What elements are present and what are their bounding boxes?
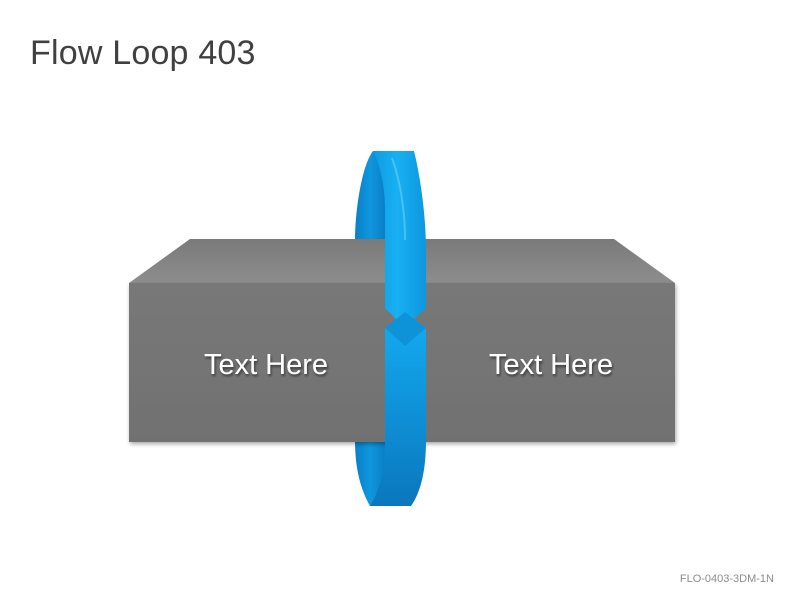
loop-front-upper-segment — [373, 151, 426, 328]
slide-title: Flow Loop 403 — [30, 34, 256, 72]
loop-highlight — [391, 157, 406, 241]
right-box-label: Text Here — [489, 349, 613, 381]
loop-front-lower-segment — [370, 328, 426, 506]
left-box-label: Text Here — [204, 349, 328, 381]
footer-code: FLO-0403-3DM-1N — [679, 573, 774, 585]
